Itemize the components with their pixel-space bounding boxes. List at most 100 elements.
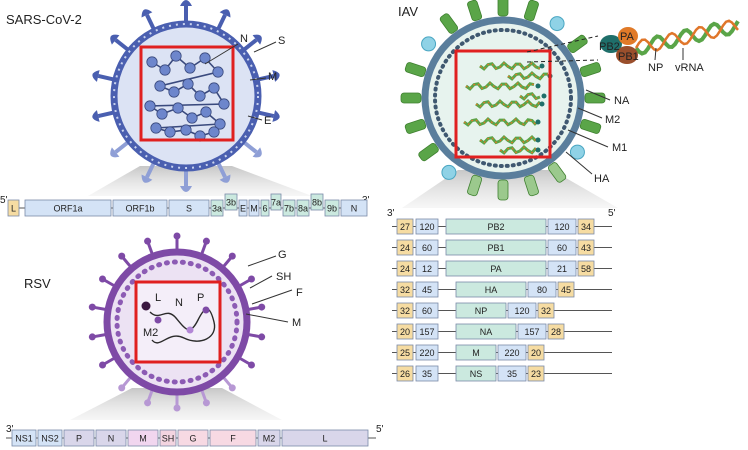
iav-polymerase [535,137,541,143]
iav-ha-spike [404,118,427,134]
sars-gene-5-label: 3b [226,197,236,207]
sars-n-protein [170,50,182,62]
iav-seg-5-r-label: 28 [551,327,561,337]
sars-n-protein [186,112,198,124]
rsv-gene-9-label: L [322,433,327,443]
rsv-g-pointer [247,255,277,267]
rsv-glycoprotein-head [88,303,96,311]
iav-seg-5-l-label: 20 [400,327,410,337]
sars-gene-7-box [248,199,260,217]
sars-n-protein [164,126,176,138]
iav-seg-4-r-label: 32 [541,306,551,316]
sars-n-protein [218,98,230,110]
iav-seg-7-a-label: 35 [422,369,432,379]
sars-n-protein [194,90,206,102]
iav-seg-2-name-label: PA [490,264,501,274]
iav-seg-4-a-label: 60 [422,306,432,316]
rsv-glycoprotein-head [202,399,210,407]
sars-gene-10-label: 7b [284,203,294,213]
iav-seg-1-b-box [547,239,577,256]
iav-seg-7-r-label: 23 [531,369,541,379]
iav-seg-6-l-label: 25 [400,348,410,358]
iav-label-vrna: vRNA [675,62,704,74]
iav-seg-3-name-label: HA [485,285,498,295]
iav-seg-7-l-box [396,365,414,382]
sars-gene-9-box [270,193,282,211]
iav-rnp-rna [475,100,541,108]
iav-seg-6-b-label: 220 [504,348,519,358]
sars-n-protein [212,66,224,78]
sars-gene-13-label: 9b [327,203,337,213]
sars-spike-head [180,186,192,192]
rsv-label-n: N [175,297,183,309]
iav-ha-spike [497,179,509,201]
iav-np-pointer [654,47,657,61]
sars-gene-7-label: M [250,203,258,213]
rsv-matrix-layer [114,259,240,385]
iav-seg-1-a-box [415,239,439,256]
rsv-glycoprotein-head [228,384,236,392]
sars-gene-13-box [324,199,340,217]
iav-ha-spike [523,174,539,197]
sars-gene-12-label: 8b [312,197,322,207]
iav-rnp-inset [634,19,740,56]
iav-seg-0-name-label: PB2 [487,222,504,232]
rsv-n-protein [186,326,194,334]
sars-spike-head [219,174,231,183]
sars-n-protein [144,100,156,112]
iav-seg-6-name-box [455,344,497,361]
iav-seg-1-l-label: 24 [400,243,410,253]
iav-rnp-helix [465,80,535,91]
iav-seg-2-a-label: 12 [422,264,432,274]
rsv-5prime: 5' [376,424,384,435]
rsv-gene-7-label: F [230,433,236,443]
rsv-gene-6-box [177,429,209,447]
rsv-zoom-frame [134,280,222,364]
sars-n-protein [156,108,168,120]
sars-n-protein [182,78,194,90]
iav-seg-6-b-box [497,344,527,361]
rsv-glycoprotein-head [118,252,126,260]
rsv-gene-2-box [63,429,95,447]
sars-zoom-frame [139,45,235,142]
iav-seg-0-name-box [445,218,547,235]
sars-n-pointer [204,43,239,65]
sars-title: SARS-CoV-2 [6,12,82,27]
rsv-glycoprotein-head [144,237,152,245]
rsv-glycoprotein-head [247,275,255,283]
iav-polymerase [539,101,545,107]
iav-ha-spike [523,0,539,22]
rsv-glycoprotein-head [88,333,96,341]
iav-polymerase [535,83,541,89]
iav-ha-spike [497,0,509,17]
iav-seg-6-r-box [527,344,545,361]
iav-seg-0-l-label: 27 [400,222,410,232]
iav-polymerase [539,63,545,69]
sars-gene-4-label: 3a [212,203,222,213]
sars-gene-1-box [24,199,112,217]
iav-ha-spike [418,142,439,162]
sars-gene-11-box [296,199,310,217]
sars-gene-14-box [340,199,368,217]
sars-gene-14-label: N [351,203,358,213]
iav-ha-spike [547,162,567,183]
iav-ha-spike [400,92,422,104]
rsv-gene-4-box [127,429,159,447]
iav-ha-spike [579,62,602,78]
iav-seg-5-name-label: NA [480,327,493,337]
sars-gene-0-box [7,199,20,217]
iav-seg-3-r-box [557,281,575,298]
iav-seg-0-b-box [547,218,577,235]
rsv-glycoprotein-head [173,232,181,240]
iav-rnp-helix [499,144,538,155]
iav-m1-pointer [567,129,609,148]
sars-gene-0-label: L [11,203,16,213]
iav-pa-blob [618,27,638,45]
rsv-label-f: F [296,287,303,299]
iav-seg-3-name-box [455,281,527,298]
iav-seg-3-r-label: 45 [561,285,571,295]
rsv-gene-5-box [159,429,177,447]
iav-seg-2-a-box [415,260,439,277]
